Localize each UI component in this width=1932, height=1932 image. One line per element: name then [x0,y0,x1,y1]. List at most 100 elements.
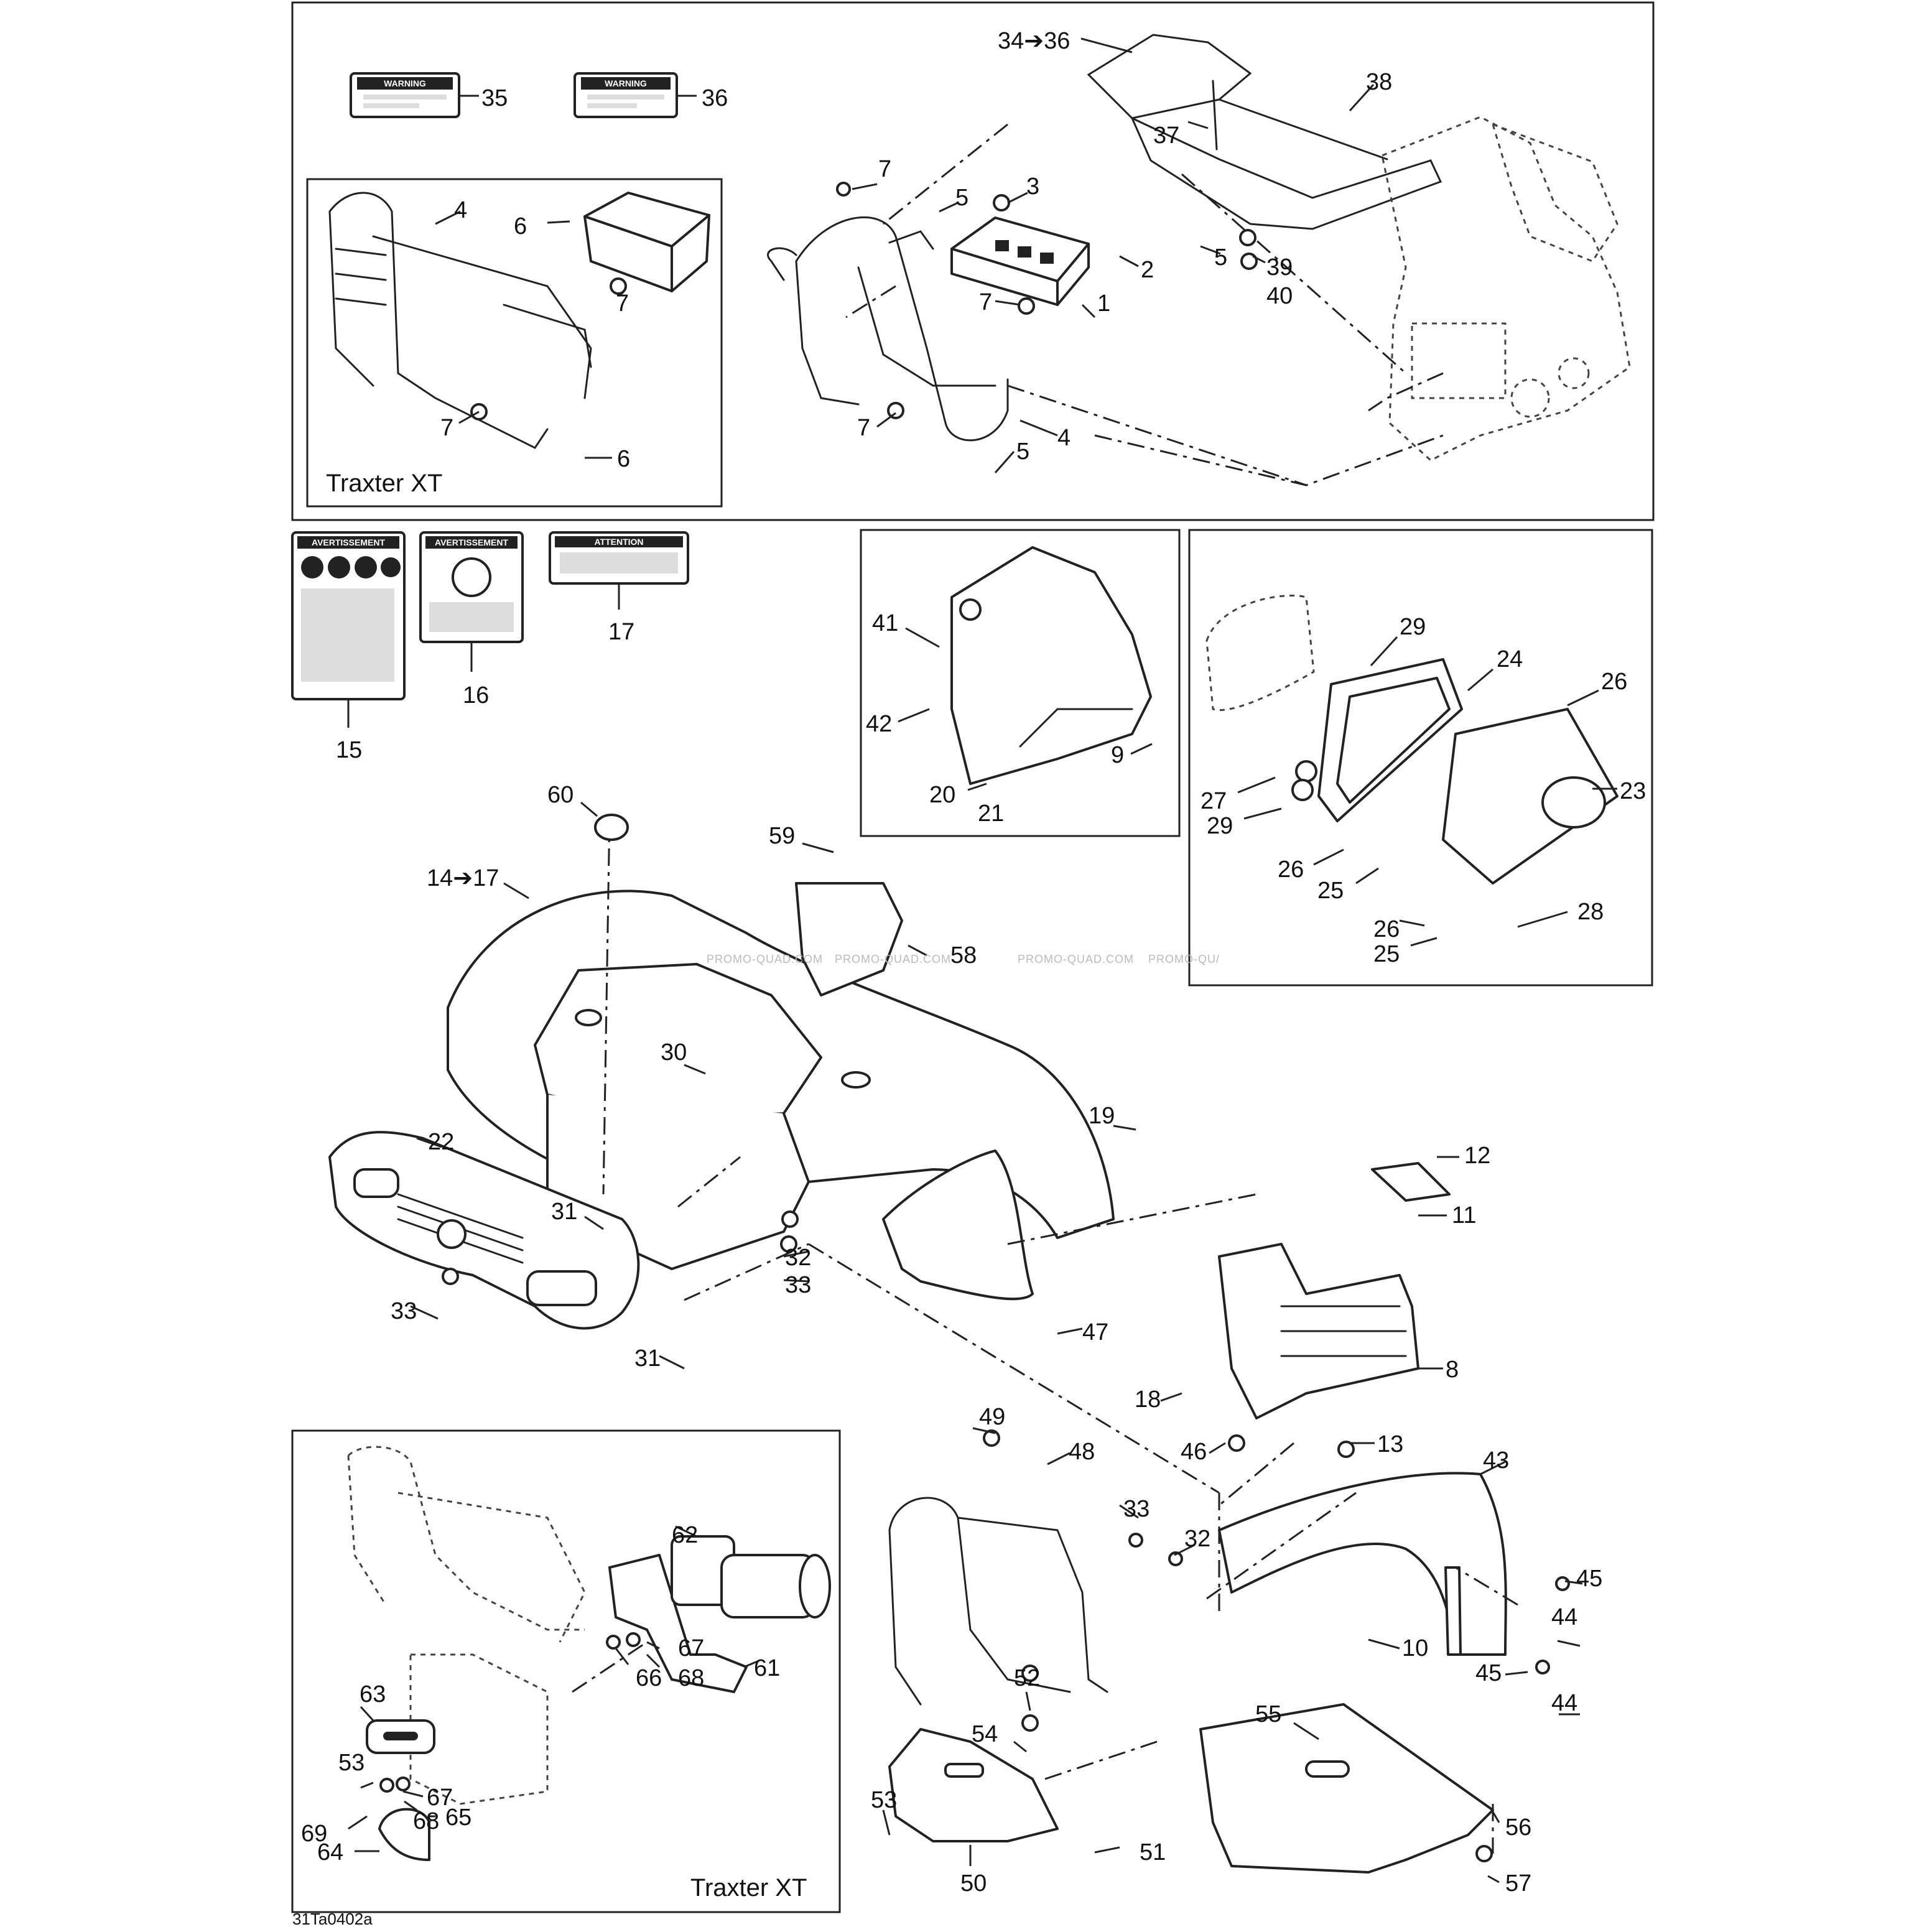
callout-labels: 34➔36 35 36 38 37 7 5 3 2 5 39 40 1 7 4 … [301,28,1646,1897]
skid-guard-50 [888,1728,1059,1842]
callout-63: 63 [360,1681,386,1707]
headlight-bezel-24 [1317,658,1463,822]
callout-10: 10 [1402,1635,1428,1661]
callout-39: 39 [1266,254,1293,281]
callout-30: 30 [661,1039,687,1066]
callout-6a: 6 [514,213,527,239]
callout-4a: 4 [1057,425,1070,451]
callout-5c: 5 [1016,439,1029,465]
decal-15-title: AVERTISSEMENT [312,537,385,547]
callout-21: 21 [978,801,1004,827]
rear-rack-34 [1087,34,1442,230]
watermark-3: PROMO-QUAD.COM [1018,953,1134,965]
lower-bumper-frame [888,1497,1108,1706]
callout-16: 16 [463,682,489,708]
callout-56: 56 [1505,1814,1531,1841]
callout-32a: 32 [785,1245,811,1271]
deflector-47 [882,1149,1034,1301]
callout-19: 19 [1089,1103,1115,1129]
front-bumper-xt-4 [328,192,592,449]
callout-38: 38 [1366,69,1392,95]
callout-43: 43 [1483,1447,1509,1474]
callout-6b: 6 [617,446,630,472]
winch-hook-64 [378,1808,430,1861]
callout-53b: 53 [338,1750,365,1776]
callout-8: 8 [1446,1357,1459,1383]
callout-42: 42 [866,711,892,737]
callout-7c: 7 [857,415,870,441]
watermark-2: PROMO-QUAD.COM [835,953,951,965]
headlight-inset-frame [1188,529,1653,987]
frame-chassis [1381,116,1631,462]
callout-51: 51 [1140,1839,1166,1865]
callout-33a: 33 [785,1272,811,1298]
decal-35: WARNING [350,72,460,118]
callout-59: 59 [769,823,795,849]
callout-12: 12 [1464,1143,1490,1169]
footrest-8 [1218,1243,1419,1419]
callout-15: 15 [336,737,362,763]
callout-31a: 31 [551,1199,577,1225]
callout-20: 20 [929,782,955,808]
callout-25a: 25 [1317,878,1344,904]
headlight-housing-23 [1442,708,1619,885]
bracket-xt [583,192,710,292]
callout-67a: 67 [678,1635,704,1661]
callout-4b: 4 [454,197,467,223]
callout-7a: 7 [878,156,891,182]
callout-57: 57 [1505,1870,1531,1897]
winch-mount-61 [608,1554,748,1693]
fender-inner-inset-frame [860,529,1181,837]
decal-15: AVERTISSEMENT [291,531,406,700]
callout-26a: 26 [1601,669,1627,695]
drawing-number: 31Ta0402a [292,1910,373,1928]
inner-fender-41 [950,546,1152,785]
callout-62: 62 [672,1522,698,1548]
callout-48: 48 [1069,1439,1095,1465]
grille-22 [328,1131,640,1330]
callout-44a: 44 [1551,1604,1577,1630]
callout-27: 27 [1201,788,1227,814]
callout-36: 36 [702,85,728,111]
winch-motor-62 [671,1535,831,1619]
callout-26b: 26 [1278,857,1304,883]
callout-29b: 29 [1207,813,1233,839]
decal-17-title: ATTENTION [594,537,643,547]
winch-ghost-bumper [347,1446,586,1805]
decal-36: WARNING [574,72,678,118]
callout-40: 40 [1266,283,1293,309]
front-rack-section-frame [291,1,1655,521]
callout-7b: 7 [979,289,992,315]
callout-11: 11 [1452,1202,1476,1228]
front-bumper-4 [767,216,1009,442]
callout-33c: 33 [1123,1496,1149,1522]
callout-18: 18 [1135,1386,1161,1413]
callout-54: 54 [972,1721,998,1747]
callout-17: 17 [608,619,634,645]
leader-lines [347,37,1617,1883]
callout-47: 47 [1082,1319,1108,1345]
callout-69: 69 [301,1821,327,1847]
callout-7e: 7 [440,415,453,441]
headlight-cover-58 [795,882,903,996]
bracket-1 [950,216,1090,306]
skid-plate-55 [1199,1703,1494,1874]
callout-23: 23 [1620,778,1646,804]
callout-44b: 44 [1551,1690,1577,1716]
callout-24: 24 [1497,646,1523,672]
callout-35: 35 [481,85,508,111]
callout-33b: 33 [391,1298,417,1324]
callout-25b: 25 [1373,941,1400,967]
decal-16: AVERTISSEMENT [419,531,524,643]
assembly-lines [572,123,1518,1854]
callout-1: 1 [1097,290,1110,317]
callout-67b: 67 [427,1785,453,1811]
front-rack-xt-inset-frame [306,178,723,508]
callout-31b: 31 [634,1345,661,1372]
decal-36-title: WARNING [605,78,647,88]
callout-55: 55 [1255,1701,1281,1727]
winch-xt-inset-frame [291,1429,841,1913]
callout-61: 61 [754,1655,780,1681]
mudguard-43 [1218,1472,1507,1656]
